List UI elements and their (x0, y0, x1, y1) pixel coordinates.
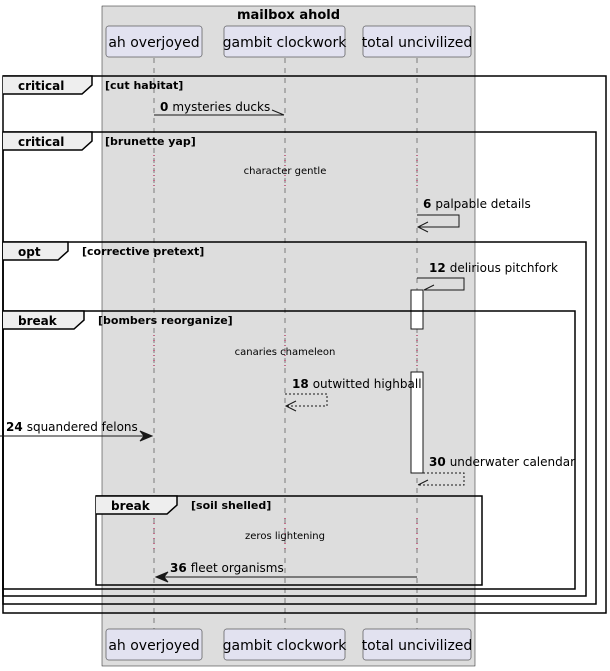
participant-label: ah overjoyed (108, 638, 199, 654)
fragment-keyword: break (18, 314, 58, 328)
activation-bar (410, 289, 424, 474)
participant-label: gambit clockwork (223, 35, 348, 51)
fragment-keyword: critical (18, 79, 64, 93)
fragment-guard: [cut habitat] (105, 79, 183, 92)
fragment-guard: [corrective pretext] (82, 245, 204, 258)
participant-gambit-clockwork-foot[interactable]: gambit clockwork (223, 628, 348, 661)
participant-ah-overjoyed-foot[interactable]: ah overjoyed (105, 628, 203, 661)
delay-divider-character-gentle: character gentle (153, 155, 418, 190)
participant-total-uncivilized-head[interactable]: total uncivilized (362, 25, 473, 58)
participant-label: total uncivilized (362, 35, 473, 51)
participant-ah-overjoyed-head[interactable]: ah overjoyed (105, 25, 203, 58)
fragment-keyword: break (111, 499, 151, 513)
participant-gambit-clockwork-head[interactable]: gambit clockwork (223, 25, 348, 58)
fragment-guard: [soil shelled] (191, 499, 271, 512)
divider-label: canaries chameleon (235, 347, 336, 358)
divider-label: zeros lightening (245, 531, 325, 542)
fragment-guard: [brunette yap] (105, 135, 196, 148)
fragment-critical-brunette-yap: critical [brunette yap] (2, 131, 597, 605)
delay-divider-canaries-chameleon: canaries chameleon (153, 335, 418, 370)
participant-label: gambit clockwork (223, 638, 348, 654)
fragment-keyword: opt (18, 245, 41, 259)
fragment-guard: [bombers reorganize] (98, 314, 233, 327)
fragment-break-bombers-reorganize: break [bombers reorganize] (2, 310, 576, 590)
divider-label: character gentle (244, 166, 327, 177)
participant-label: ah overjoyed (108, 35, 199, 51)
fragment-break-soil-shelled: break [soil shelled] (95, 495, 483, 586)
participant-label: total uncivilized (362, 638, 473, 654)
group-box-title: mailbox ahold (237, 8, 340, 23)
participant-group-box (101, 5, 476, 667)
fragment-keyword: critical (18, 135, 64, 149)
participant-total-uncivilized-foot[interactable]: total uncivilized (362, 628, 473, 661)
delay-divider-zeros-lightening: zeros lightening (153, 518, 418, 552)
